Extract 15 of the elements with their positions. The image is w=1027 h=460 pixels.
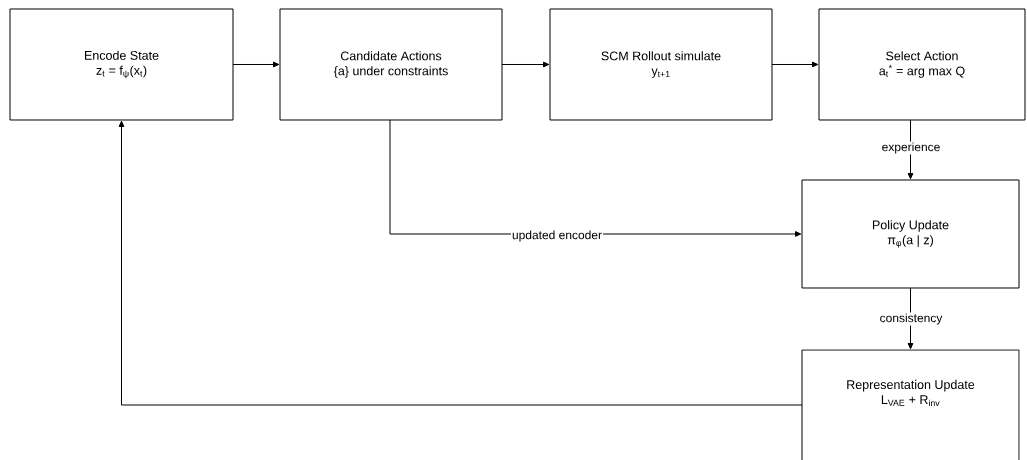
arrow: [907, 119, 914, 180]
edge-label: experience: [880, 141, 942, 155]
edge-label: consistency: [878, 312, 944, 326]
process-box: Representation Update L$_{VAE}$ + R$_{inv}$: [801, 349, 1020, 460]
process-box: SCM Rollout simulate y$_{t+1}$: [549, 8, 773, 121]
arrow: [118, 120, 803, 406]
process-box: Encode State z$_{t}$ = f$_{ψ}$(x$_{t}$): [9, 8, 234, 121]
arrow: [771, 61, 819, 68]
arrow: [232, 61, 280, 68]
process-box: Candidate Actions {a} under constraints: [279, 8, 503, 121]
arrow: [501, 61, 550, 68]
process-box: Select Action a$_{t}$$^{*}$ = arg max Q: [818, 8, 1026, 121]
arrow: [907, 287, 914, 350]
process-box: Policy Update π$_{φ}$(a | z): [801, 179, 1020, 289]
edge-label: updated encoder: [510, 229, 604, 243]
